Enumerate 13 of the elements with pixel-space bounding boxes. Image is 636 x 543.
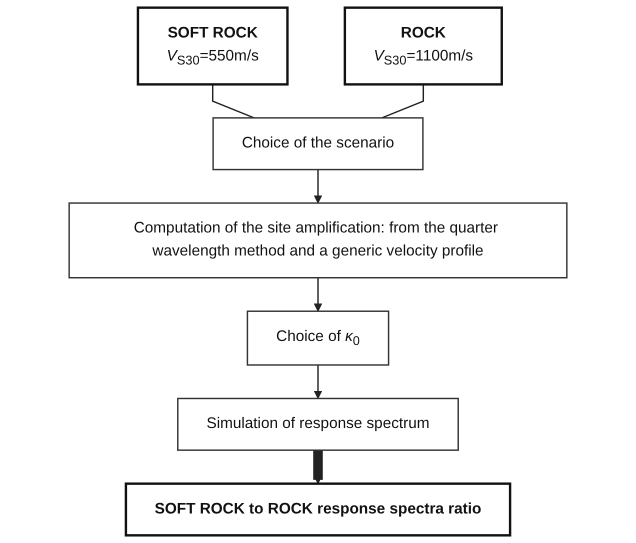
node-box: Simulation of response spectrum [177,398,459,451]
arrow [314,364,322,399]
node-box: Choice of κ$_{0}$ [246,310,390,366]
node-box: ROCK V$_{S30}$=1100m/s [344,6,503,86]
node-box: Computation of the site amplification: from the quarter wavelength method and a generic velocity profile [68,202,568,278]
node-box: SOFT ROCK V$_{S30}$=550m/s [136,6,289,86]
arrow [314,278,322,312]
node-box: SOFT ROCK to ROCK response spectra ratio [124,482,512,537]
connector [212,84,254,119]
node-box: Choice of the scenario [212,117,424,170]
arrow [314,170,322,204]
arrow [313,450,323,484]
connector [382,84,424,119]
